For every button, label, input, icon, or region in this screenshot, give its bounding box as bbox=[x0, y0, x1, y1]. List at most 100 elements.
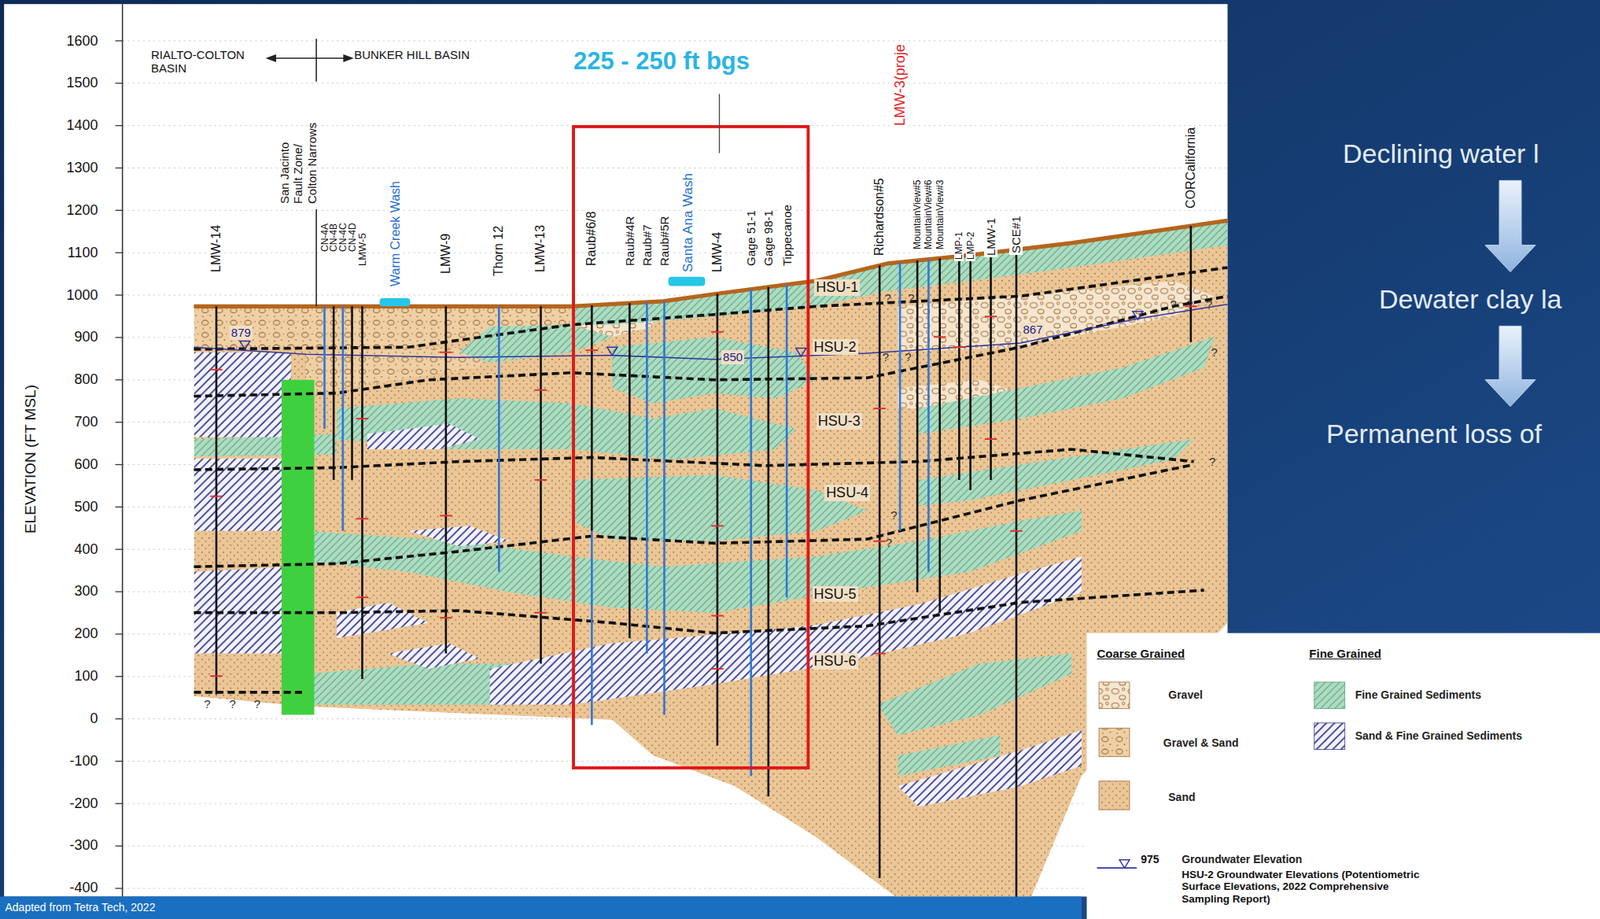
axis-tick-label: 200 bbox=[73, 625, 98, 642]
grid-line bbox=[122, 845, 1228, 847]
axis-tick bbox=[115, 718, 123, 719]
legend-swatch bbox=[1098, 781, 1130, 810]
groundwater-elevation: 867 bbox=[1021, 322, 1044, 336]
legend-value: 975 bbox=[1140, 852, 1159, 866]
uncertain-mark: ? bbox=[254, 696, 261, 711]
screen-interval bbox=[711, 524, 724, 527]
screen-interval bbox=[873, 540, 886, 542]
water-triangle bbox=[607, 346, 618, 355]
legend-text: Sand bbox=[1168, 790, 1195, 804]
axis-tick-label: 1200 bbox=[66, 202, 98, 219]
screen-interval bbox=[1010, 530, 1023, 532]
sand-fine-layer bbox=[898, 729, 1082, 807]
arrow-head bbox=[343, 55, 352, 62]
legend-swatch bbox=[1098, 682, 1130, 709]
hsu-label: HSU-4 bbox=[824, 484, 871, 502]
well-label: CN-4C bbox=[338, 221, 348, 254]
hsu-boundary bbox=[193, 449, 1194, 470]
well-label: Raub#7 bbox=[640, 222, 654, 268]
block-arrow bbox=[1485, 180, 1536, 272]
well-casing bbox=[628, 302, 631, 638]
screen-interval bbox=[534, 611, 548, 614]
well-casing bbox=[539, 305, 542, 664]
well-casing bbox=[1015, 249, 1018, 909]
screen-interval bbox=[356, 596, 369, 598]
legend-note: HSU-2 Groundwater Elevations (Potentiome… bbox=[1181, 868, 1422, 906]
screen-interval bbox=[933, 335, 947, 338]
axis-tick-label: 1100 bbox=[67, 244, 99, 262]
well-label: Warm Creek Wash bbox=[388, 179, 403, 288]
axis-tick bbox=[115, 294, 123, 295]
well-casing bbox=[497, 305, 501, 572]
axis-tick bbox=[115, 125, 123, 126]
well-casing bbox=[332, 305, 336, 480]
well-label: Thorn 12 bbox=[491, 224, 506, 278]
fine-grained-layer bbox=[917, 336, 1214, 434]
fine-grained-layer bbox=[336, 398, 797, 460]
uncertain-mark: ? bbox=[229, 696, 236, 711]
uncertain-mark: ? bbox=[882, 350, 889, 364]
legend-text: Gravel & Sand bbox=[1163, 736, 1239, 749]
groundwater-elevation: 850 bbox=[721, 350, 745, 364]
axis-tick-label: 1600 bbox=[66, 33, 98, 50]
screen-interval bbox=[711, 331, 724, 333]
screen-interval bbox=[356, 417, 369, 420]
hsu-label: HSU-6 bbox=[812, 652, 859, 670]
axis-title: ELEVATION (FT MSL) bbox=[22, 384, 40, 534]
basin-divider bbox=[267, 38, 353, 306]
axis-tick bbox=[115, 464, 123, 465]
well-label: SCE#1 bbox=[1009, 214, 1023, 256]
axis-tick-label: 1400 bbox=[66, 117, 98, 134]
axis-tick-label: 1000 bbox=[66, 287, 98, 304]
well-casing bbox=[590, 305, 594, 531]
screen-interval bbox=[439, 514, 453, 517]
axis-tick-label: -400 bbox=[69, 879, 98, 896]
screen-interval bbox=[873, 407, 886, 410]
axis-tick bbox=[115, 82, 123, 84]
legend-swatch bbox=[1098, 727, 1130, 756]
well-label: LMW-5 bbox=[357, 231, 368, 268]
sand-fine-layer bbox=[387, 643, 480, 669]
axis-tick bbox=[115, 506, 123, 508]
screen-interval bbox=[439, 351, 453, 354]
well-casing bbox=[1190, 225, 1193, 343]
basin-arrow-line bbox=[271, 57, 348, 59]
sand-fine-layer bbox=[408, 525, 511, 546]
well-label: Gage 98-1 bbox=[761, 208, 775, 268]
well-label: CN-4B bbox=[328, 221, 339, 254]
well-label: MountainView#3 bbox=[935, 178, 945, 252]
fine-grained-layer bbox=[877, 653, 1072, 736]
well-label: LMW-4 bbox=[710, 229, 725, 273]
arrow-head bbox=[267, 55, 276, 62]
uncertain-mark: ? bbox=[884, 291, 891, 305]
axis-tick bbox=[115, 40, 123, 41]
well-label: Raub#6/8 bbox=[584, 209, 599, 267]
well-casing bbox=[590, 530, 594, 726]
highlight-box bbox=[573, 126, 808, 768]
elevation-axis bbox=[121, 3, 124, 896]
water-triangle bbox=[239, 340, 251, 349]
grid-line bbox=[122, 82, 1228, 84]
well-casing bbox=[350, 305, 354, 480]
well-casing bbox=[361, 305, 364, 679]
groundwater-surface bbox=[193, 304, 1228, 360]
hsu-boundary bbox=[193, 589, 1204, 634]
uncertain-mark: ? bbox=[907, 291, 915, 305]
well-label: Raub#5R bbox=[657, 213, 671, 267]
depth-callout: 225 - 250 ft bgs bbox=[573, 47, 750, 76]
flow-step: Permanent loss of bbox=[1323, 406, 1545, 461]
fault-zone-label: San Jacinto Fault Zone/ Colton Narrows bbox=[277, 115, 319, 204]
axis-tick bbox=[115, 887, 123, 889]
well-label: LMW-14 bbox=[209, 222, 224, 273]
well-label: Tippecanoe bbox=[780, 202, 794, 268]
fault-line bbox=[315, 209, 318, 306]
step-text: Dewater clay la bbox=[1378, 283, 1562, 316]
well-label: MountainView#5 bbox=[912, 178, 922, 252]
wash-marker bbox=[668, 276, 706, 287]
uncertain-mark: ? bbox=[1170, 297, 1177, 311]
well-casing bbox=[323, 305, 326, 429]
step-text: Declining water l bbox=[1342, 137, 1539, 170]
